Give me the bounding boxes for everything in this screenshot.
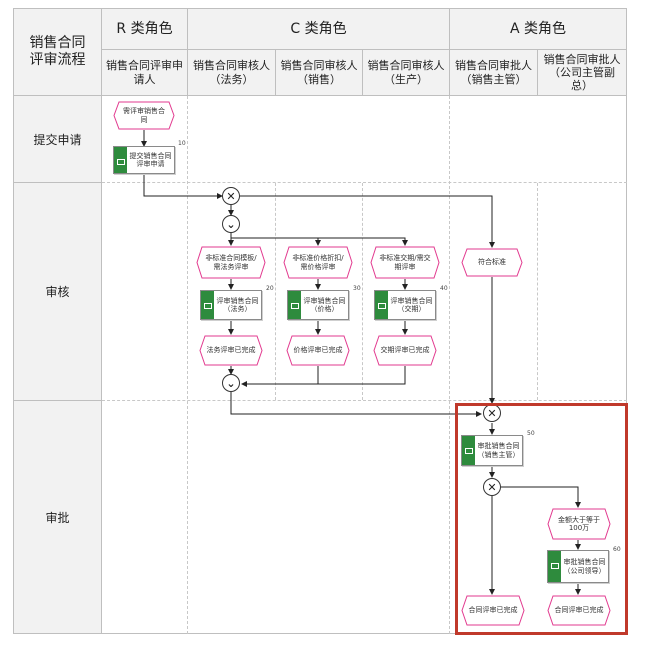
event-need-review: 需评审销售合同 [113,101,175,130]
grid-line [537,183,538,400]
header-col-production: 销售合同审核人（生产） [363,50,449,95]
step-number: 40 [440,285,448,292]
grid-line [13,182,102,183]
xor-gateway-icon: ✕ [222,187,240,205]
header-group-r: R 类角色 [102,9,187,49]
grid-line [101,49,627,50]
function-review-delivery: 评审销售合同（交期） [374,290,436,320]
grid-line [102,400,627,401]
grid-line [187,96,188,634]
and-join-gateway-icon: ⌄ [222,374,240,392]
function-review-price: 评审销售合同（价格） [287,290,349,320]
header-group-a: A 类角色 [450,9,626,49]
event-delivery-done: 交期评审已完成 [373,335,437,366]
monitor-icon [201,291,214,319]
event-review-complete: 合同评审已完成 [461,595,525,626]
event-amount-over-1m: 金额大于等于 100万 [547,508,611,540]
monitor-icon [548,551,561,582]
table-corner-title: 销售合同评审流程 [14,9,101,95]
event-price-nonstandard: 非标准价格折扣/需价格评审 [283,246,353,279]
step-number: 20 [266,285,274,292]
grid-line [362,49,363,96]
function-approve-vp: 审批销售合同（公司领导） [547,550,609,583]
monitor-icon [114,147,127,173]
xor-split-gateway-icon: ✕ [483,478,501,496]
grid-line [13,95,627,96]
grid-line [449,8,450,96]
event-price-done: 价格评审已完成 [286,335,350,366]
header-col-applicant: 销售合同评审申请人 [102,50,187,95]
grid-line [449,96,450,634]
step-number: 60 [613,546,621,553]
process-table [13,8,627,634]
grid-line [187,8,188,96]
event-delivery-nonstandard: 非标准交期/需交期评审 [370,246,440,279]
header-col-sales: 销售合同审核人（销售） [276,50,362,95]
grid-line [101,8,102,634]
event-meets-standard: 符合标准 [461,248,523,277]
monitor-icon [375,291,388,319]
function-submit-application: 提交销售合同评审申请 [113,146,175,174]
step-number: 10 [178,140,186,147]
monitor-icon [462,436,475,465]
and-split-gateway-icon: ⌄ [222,215,240,233]
step-number: 30 [353,285,361,292]
row-label-review: 审核 [14,183,101,400]
grid-line [13,400,102,401]
header-col-legal: 销售合同审核人（法务） [188,50,275,95]
header-col-vp: 销售合同审批人（公司主管副总） [538,50,626,95]
function-review-legal: 评审销售合同（法务） [200,290,262,320]
grid-line [362,183,363,400]
header-col-sales-manager: 销售合同审批人（销售主管） [450,50,537,95]
header-group-c: C 类角色 [188,9,449,49]
event-legal-nonstandard: 非标准合同模板/需法务评审 [196,246,266,279]
grid-line [275,49,276,96]
row-label-approve: 审批 [14,401,101,633]
event-legal-done: 法务评审已完成 [199,335,263,366]
grid-line [537,49,538,96]
grid-line [102,182,627,183]
step-number: 50 [527,430,535,437]
monitor-icon [288,291,301,319]
function-approve-sales-manager: 审批销售合同（销售主管） [461,435,523,466]
row-label-submit: 提交申请 [14,96,101,182]
highlight-box [455,403,628,635]
grid-line [275,183,276,400]
event-review-complete: 合同评审已完成 [547,595,611,626]
